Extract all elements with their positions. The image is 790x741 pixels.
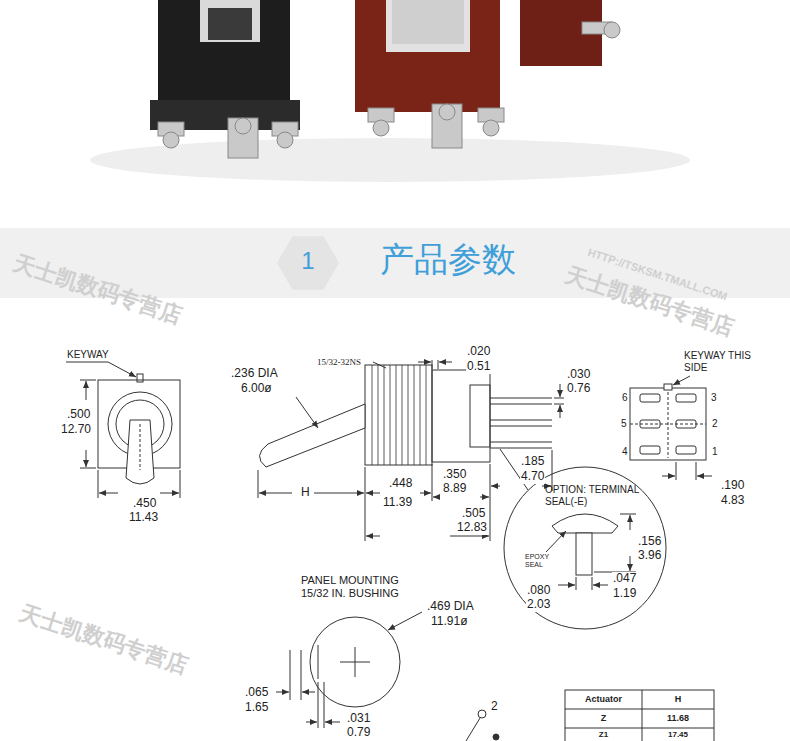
table-cell: 11.68 — [642, 713, 714, 723]
section-number: 1 — [276, 247, 340, 275]
dimension-label: .020 — [466, 345, 491, 359]
dimension-label: .190 — [720, 479, 745, 493]
table-cell: Actuator — [565, 694, 642, 704]
dimension-label: .500 — [66, 408, 91, 422]
dimension-label: 2 — [490, 700, 499, 714]
dimension-label: .505 — [461, 507, 486, 521]
dimension-label: 2 — [711, 418, 719, 430]
dimension-label: 2.03 — [526, 598, 551, 612]
dimension-label: .080 — [526, 584, 551, 598]
watermark: 天士凯数码专营店 — [16, 600, 191, 678]
dimension-label: 1 — [711, 446, 719, 458]
dimension-label: .350 — [442, 468, 467, 482]
section-number-hexagon: 1 — [276, 231, 340, 295]
dimension-label: 11.91ø — [430, 615, 468, 629]
detail-title: OPTION: TERMINAL SEAL(-E) — [545, 484, 657, 507]
dimension-label: H — [300, 486, 311, 500]
dimension-label: 5 — [620, 418, 628, 430]
dimension-label: .469 DIA — [426, 600, 475, 614]
dimension-label: 15/32-32NS — [316, 357, 362, 367]
dimension-label: PANEL MOUNTING 15/32 IN. BUSHING — [300, 574, 418, 599]
table-cell: 17.45 — [642, 730, 714, 739]
dimension-label: EPOXY SEAL — [524, 553, 556, 569]
dimension-label: 0.51 — [466, 360, 491, 374]
dimension-label: 12.83 — [456, 521, 488, 535]
dimension-label: 11.39 — [382, 496, 413, 510]
dimension-label: .156 — [637, 535, 662, 549]
dimension-label: .030 — [566, 368, 591, 382]
dimension-label: KEYWAY — [66, 349, 110, 361]
dimension-label: .065 — [244, 686, 269, 700]
circle-shape — [504, 467, 666, 629]
product-photo — [0, 0, 790, 200]
dimension-label: 3 — [710, 392, 718, 404]
dimension-label: KEYWAY THIS SIDE — [683, 350, 757, 373]
dimension-label: 1.19 — [612, 587, 637, 601]
table-cell: Z1 — [565, 730, 642, 739]
dimension-label: .236 DIA — [230, 367, 279, 381]
dimension-label: 4.83 — [720, 494, 745, 508]
dimension-label: 8.89 — [442, 482, 467, 496]
dimension-label: 0.79 — [346, 726, 371, 740]
table-cell: Z — [565, 713, 642, 723]
section-title: 产品参数 — [380, 240, 516, 279]
dimension-label: 11.43 — [128, 511, 159, 525]
dimension-label: 4.70 — [520, 470, 545, 484]
dimension-label: .448 — [388, 477, 413, 491]
dimension-label: 12.70 — [60, 423, 92, 437]
dimension-label: .185 — [520, 455, 545, 469]
dimension-label: 1.65 — [244, 701, 269, 715]
hex-shape — [277, 236, 339, 290]
dimension-label: 6.00ø — [240, 382, 273, 396]
table-cell: H — [642, 694, 714, 704]
dimension-label: .450 — [132, 497, 157, 511]
dimension-label: 6 — [621, 392, 629, 404]
dimension-label: 3.96 — [637, 549, 662, 563]
dimension-label: 4 — [621, 446, 629, 458]
dimension-label: .031 — [346, 712, 371, 726]
dimension-label: .047 — [612, 572, 637, 586]
dimension-label: 0.76 — [566, 382, 591, 396]
